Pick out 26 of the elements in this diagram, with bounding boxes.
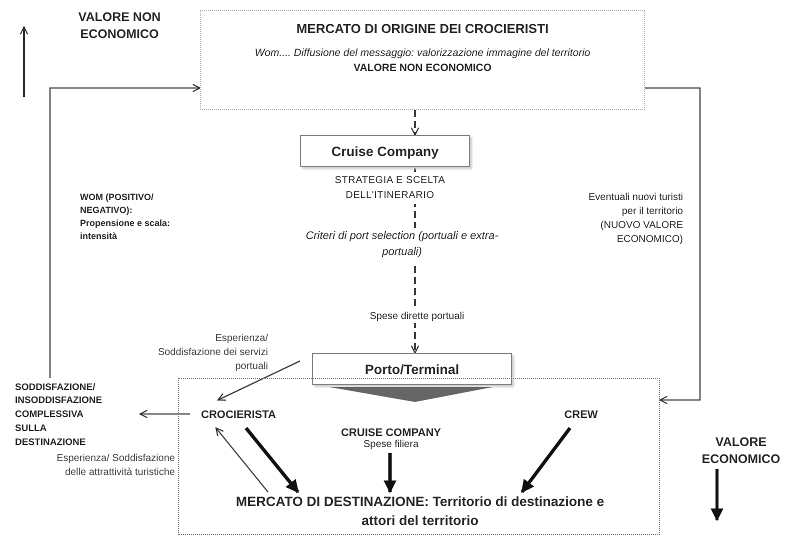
arrow xyxy=(410,110,420,136)
arrow xyxy=(645,87,701,404)
arrow xyxy=(139,410,190,418)
node-title: MERCATO DI DESTINAZIONE: Territorio di destinazione e attori del territorio xyxy=(234,493,606,530)
arrow xyxy=(49,84,201,378)
node-title: CRUISE COMPANY xyxy=(340,427,442,439)
process-box xyxy=(312,353,512,385)
market-box xyxy=(200,10,645,110)
process-box xyxy=(300,135,470,167)
arrow xyxy=(384,453,396,494)
node-title: Porto/Terminal xyxy=(364,362,460,376)
edge-label: Esperienza/ Soddisfazione delle attrattività turistiche xyxy=(56,452,175,480)
node-text: Spese filiera xyxy=(363,439,419,450)
edge-label: Esperienza/ Soddisfazione dei servizi portuali xyxy=(156,332,268,374)
node-title: CREW xyxy=(564,409,598,421)
arrow xyxy=(244,426,300,494)
market-box xyxy=(178,378,660,535)
funnel-shape xyxy=(329,387,493,402)
node-text: Wom.... Diffusione del messaggio: valorizzazione immagine del territorio VALORE NON ECONOMICO xyxy=(254,46,592,76)
arrow xyxy=(520,426,572,494)
node-title: CROCIERISTA xyxy=(201,409,276,421)
node-title: Cruise Company xyxy=(331,144,439,158)
node-title: SODDISFAZIONE/ INSODDISFAZIONE COMPLESSIVA SULLA DESTINAZIONE xyxy=(15,380,104,450)
node-title: MERCATO DI ORIGINE DEI CROCIERISTI xyxy=(296,21,549,36)
arrow xyxy=(215,427,268,492)
arrow xyxy=(217,360,300,401)
